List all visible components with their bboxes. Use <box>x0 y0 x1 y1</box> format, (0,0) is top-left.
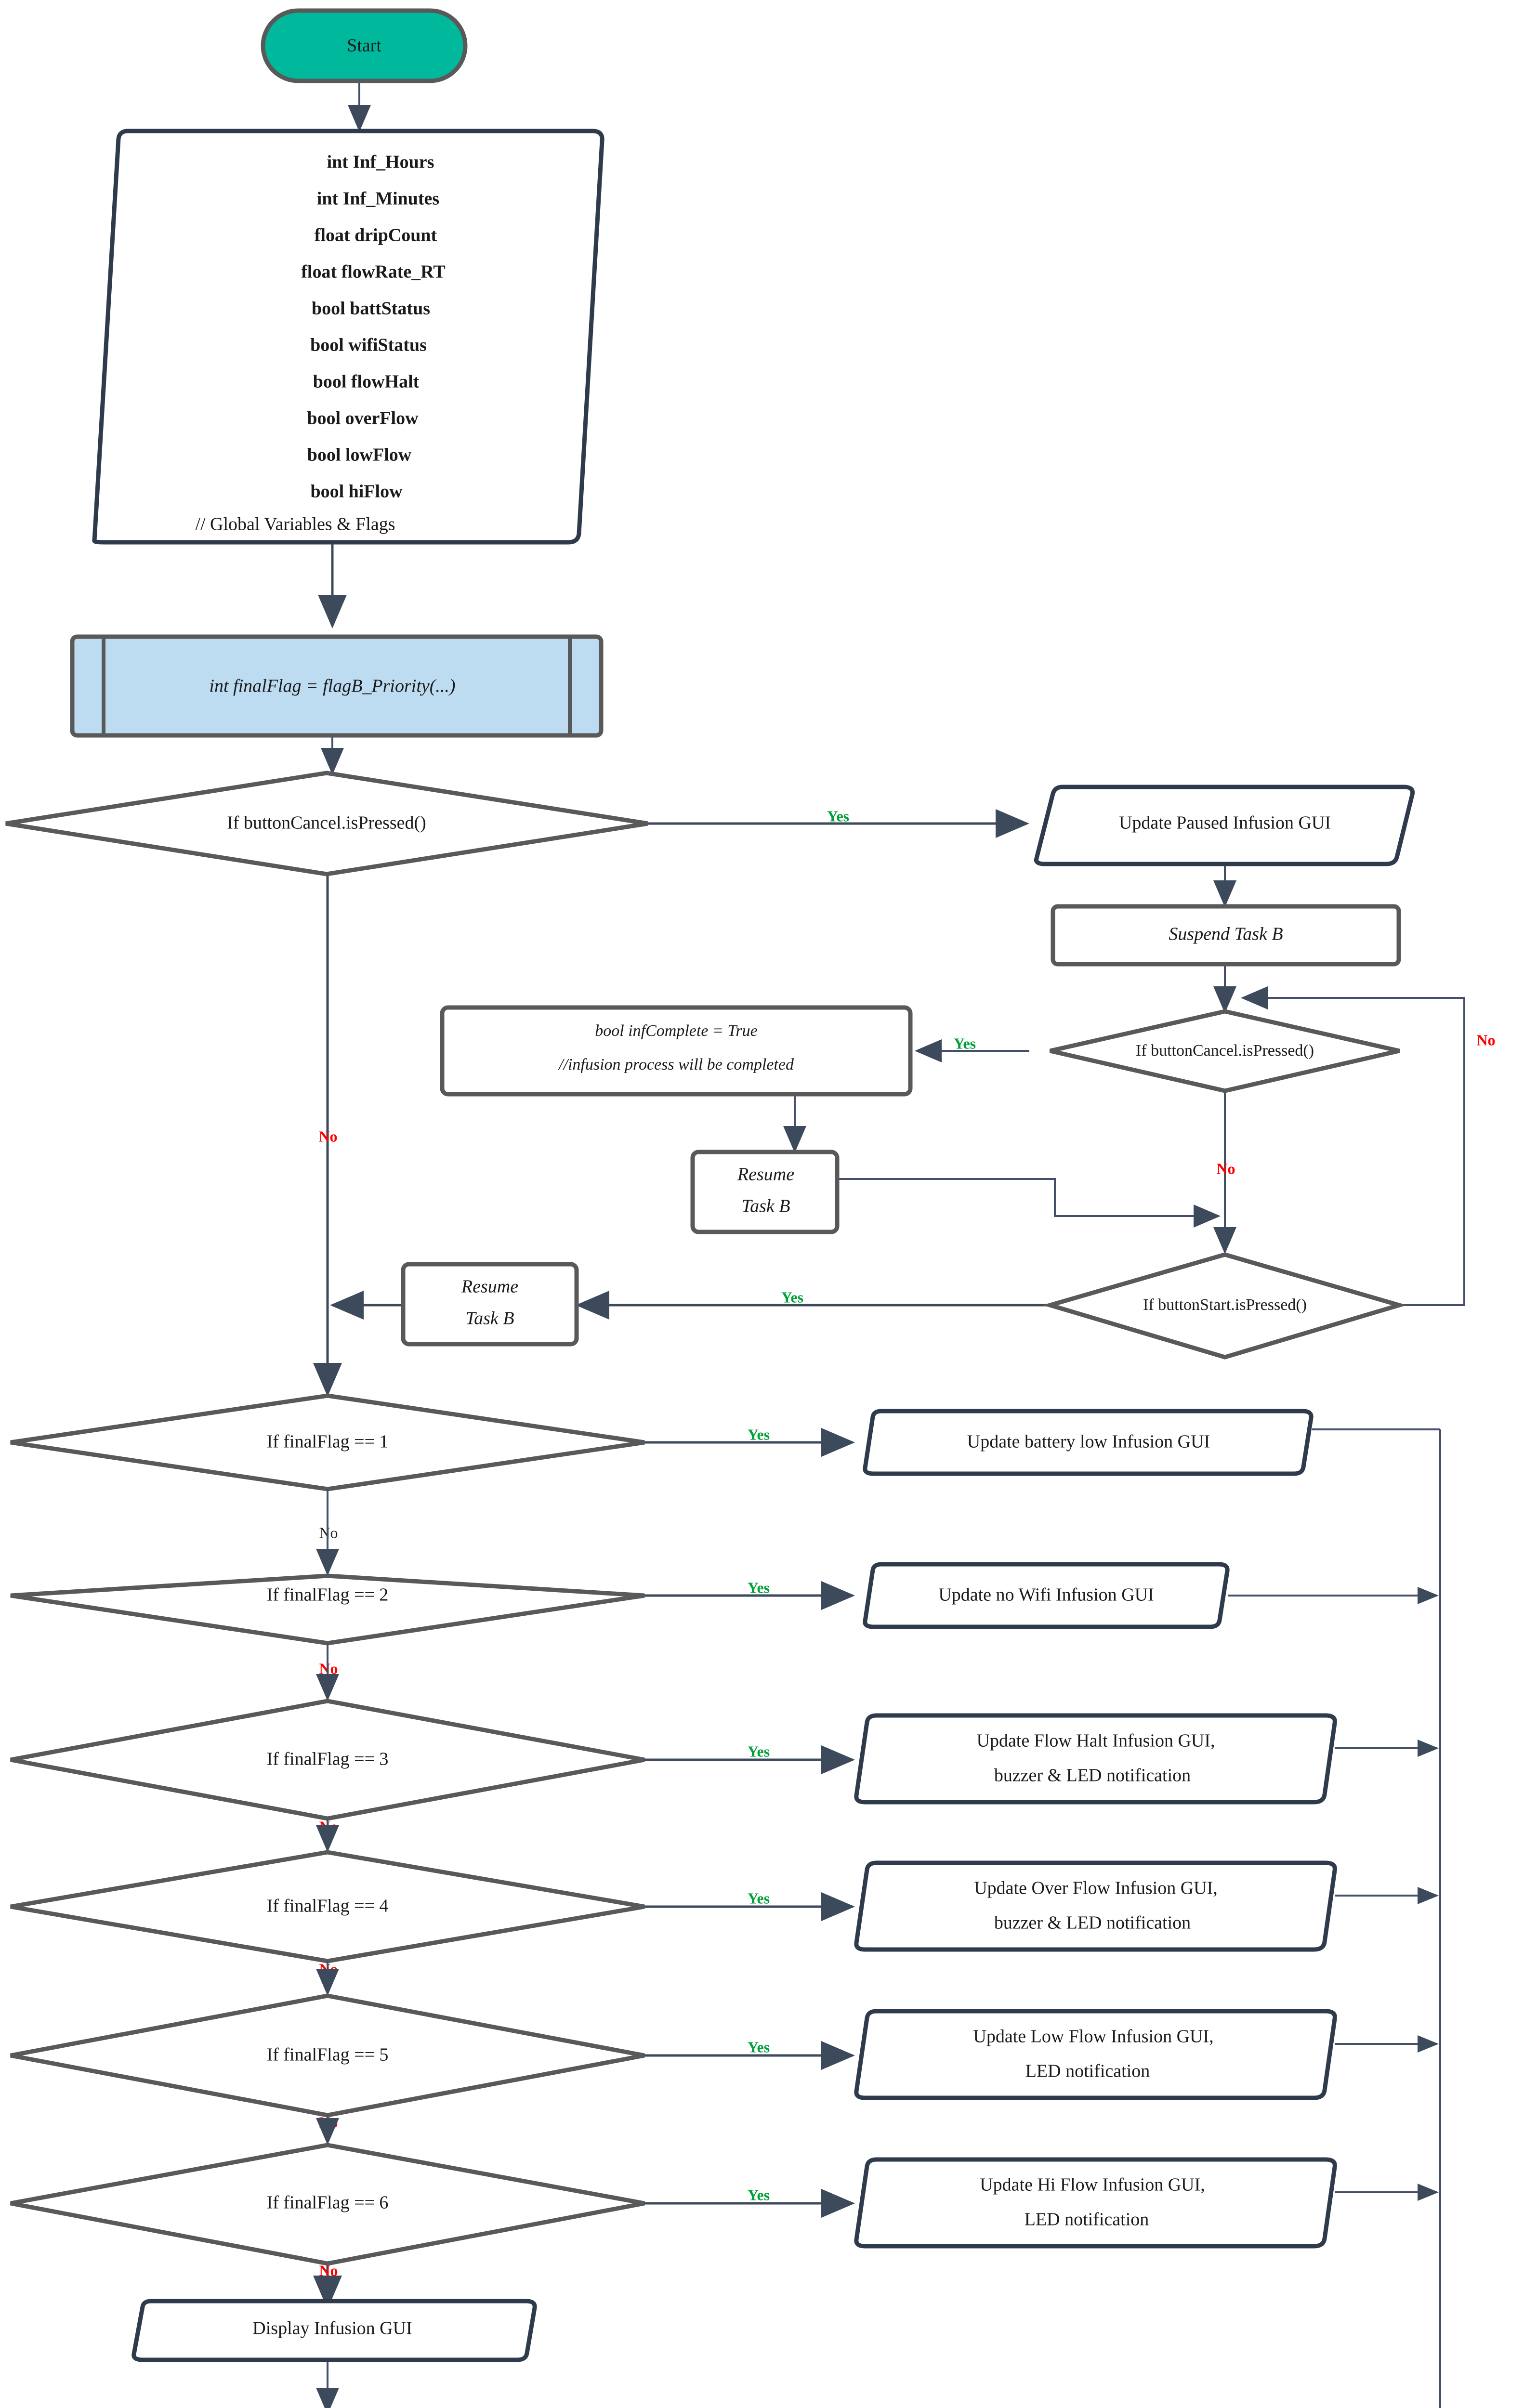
edge-label-yes-flag-1: Yes <box>748 1426 770 1443</box>
resume2-line2: Task B <box>465 1309 514 1329</box>
globals-line-7: bool overFlow <box>307 408 419 429</box>
node-decision-cancel-main <box>5 771 648 877</box>
node-globals <box>92 129 604 545</box>
node-paused-gui <box>1034 785 1415 866</box>
decision-start-label: If buttonStart.isPressed() <box>1143 1296 1307 1314</box>
decision-flag-6-label: If finalFlag == 6 <box>267 2193 389 2213</box>
action-flag-5-line1: Update Low Flow Infusion GUI, <box>973 2027 1213 2047</box>
node-decision-start <box>1042 1252 1407 1360</box>
finalflag-call-label: int finalFlag = flagB_Priority(...) <box>209 676 455 696</box>
resume1-line2: Task B <box>741 1196 790 1217</box>
globals-line-1: int Inf_Minutes <box>317 189 439 209</box>
node-inf-complete <box>440 1005 913 1097</box>
globals-line-4: bool battStatus <box>312 299 430 319</box>
action-flag-4-line2: buzzer & LED notification <box>994 1913 1191 1933</box>
node-display-gui <box>131 2299 537 2362</box>
node-resume-task-b-2 <box>401 1262 579 1347</box>
decision-cancel-inner-label: If buttonCancel.isPressed() <box>1136 1042 1314 1060</box>
node-decision-cancel-inner <box>1049 1009 1400 1093</box>
node-action-flag-1 <box>863 1409 1314 1476</box>
action-flag-5-line2: LED notification <box>1025 2061 1150 2081</box>
action-flag-2-label: Update no Wifi Infusion GUI <box>938 1585 1154 1605</box>
edge-label-no-to-start: No <box>1216 1160 1235 1177</box>
action-flag-3-line1: Update Flow Halt Infusion GUI, <box>977 1731 1215 1751</box>
node-finalflag-call <box>70 634 604 738</box>
edge-resume1-to-start-dec <box>837 1178 1221 1228</box>
action-flag-1-label: Update battery low Infusion GUI <box>967 1432 1210 1452</box>
node-action-flag-6 <box>854 2157 1337 2249</box>
node-suspend-task-b <box>1051 904 1401 967</box>
display-gui-label: Display Infusion GUI <box>252 2318 412 2339</box>
inf-complete-line1: bool infComplete = True <box>595 1022 757 1040</box>
suspend-task-b-label: Suspend Task B <box>1169 924 1283 944</box>
globals-line-2: float dripCount <box>315 225 437 246</box>
decision-flag-1-label: If finalFlag == 1 <box>267 1432 389 1452</box>
action-flag-6-line2: LED notification <box>1025 2210 1149 2230</box>
start-label: Start <box>347 36 381 56</box>
node-action-flag-2 <box>863 1562 1230 1629</box>
node-action-flag-4 <box>854 1860 1337 1952</box>
edge-label-yes-flag-2: Yes <box>748 1579 770 1596</box>
decision-flag-4-label: If finalFlag == 4 <box>267 1896 389 1916</box>
edge-label-yes-flag-6: Yes <box>748 2186 770 2203</box>
edge-label-yes-flag-4: Yes <box>748 1889 770 1907</box>
edge-label-no-cancel-inner: No <box>1476 1031 1495 1048</box>
globals-comment: // Global Variables & Flags <box>195 514 395 535</box>
resume1-line1: Resume <box>737 1165 794 1185</box>
paused-gui-label: Update Paused Infusion GUI <box>1119 813 1331 833</box>
node-action-flag-3 <box>854 1713 1337 1805</box>
action-flag-6-line1: Update Hi Flow Infusion GUI, <box>980 2175 1205 2195</box>
action-flag-4-line1: Update Over Flow Infusion GUI, <box>974 1878 1218 1898</box>
globals-line-5: bool wifiStatus <box>310 335 427 355</box>
edge-label-no-flag-6: No <box>319 2262 338 2279</box>
edge-start-no-loop <box>1241 986 1465 1306</box>
node-decision-flag-6 <box>10 2143 645 2266</box>
decision-flag-3-label: If finalFlag == 3 <box>267 1749 389 1769</box>
edge-label-yes-flag-3: Yes <box>748 1742 770 1760</box>
resume2-line1: Resume <box>461 1277 518 1297</box>
globals-line-0: int Inf_Hours <box>327 152 434 172</box>
globals-line-3: float flowRate_RT <box>301 262 445 282</box>
inf-complete-line2: //infusion process will be completed <box>558 1056 794 1073</box>
node-resume-task-b-1 <box>690 1150 840 1234</box>
edge-label-no-cancel-main: No <box>318 1127 337 1145</box>
edge-return-bus <box>1439 1429 1441 2408</box>
decision-flag-5-label: If finalFlag == 5 <box>267 2045 389 2065</box>
node-action-flag-5 <box>854 2009 1337 2100</box>
edge-label-yes-start: Yes <box>781 1288 803 1306</box>
decision-flag-2-label: If finalFlag == 2 <box>267 1585 389 1605</box>
node-start <box>261 8 468 83</box>
action-flag-3-line2: buzzer & LED notification <box>994 1766 1191 1786</box>
globals-line-8: bool lowFlow <box>307 445 412 465</box>
globals-line-6: bool flowHalt <box>313 372 420 392</box>
edge-label-yes-flag-5: Yes <box>748 2038 770 2055</box>
edge-label-yes-cancel-inner: Yes <box>954 1034 976 1052</box>
edge-label-yes-cancel-main: Yes <box>827 807 849 824</box>
globals-line-9: bool hiFlow <box>310 482 403 502</box>
decision-cancel-main-label: If buttonCancel.isPressed() <box>227 813 426 833</box>
